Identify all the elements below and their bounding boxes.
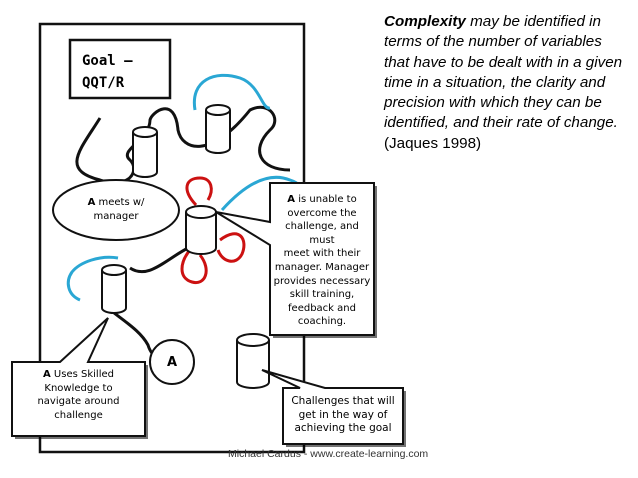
skilled-line-1: Knowledge to xyxy=(44,382,113,394)
path-red-bottom-right xyxy=(216,232,246,263)
manager-ellipse-label: A meets w/ manager xyxy=(66,196,166,223)
skilled-actor: A xyxy=(43,369,51,380)
complexity-quote: Complexity may be identified in terms of… xyxy=(384,12,630,154)
quote-citation: (Jaques 1998) xyxy=(384,134,482,152)
quote-bold-term: Complexity xyxy=(384,13,466,30)
callout-unable-shape xyxy=(215,182,377,338)
manager-text-2: manager xyxy=(93,210,139,222)
unable-actor: A xyxy=(287,194,296,205)
quote-italic-text: may be identified in terms of the number… xyxy=(384,13,623,132)
skilled-line-3: challenge xyxy=(54,409,103,421)
callout-unable-label: A is unable to overcome the challenge, a… xyxy=(272,193,372,329)
unable-line-1: overcome the xyxy=(287,207,357,219)
unable-line-4: manager. Manager xyxy=(274,261,370,273)
unable-line-5: provides necessary xyxy=(273,275,371,287)
skilled-line-2: navigate around xyxy=(37,396,120,408)
unable-line-0: is unable to xyxy=(295,194,357,205)
goal-line-1: Goal – xyxy=(82,53,133,69)
manager-ellipse xyxy=(52,179,180,241)
challenges-line-1: get in the way of xyxy=(298,408,388,421)
unable-line-7: feedback and xyxy=(288,302,356,314)
path-blue-left xyxy=(66,255,119,302)
manager-actor: A xyxy=(87,197,96,208)
path-red-bottom-left xyxy=(180,249,208,285)
goal-line-2: QQT/R xyxy=(82,75,125,91)
path-black-mid xyxy=(129,246,189,274)
cylinder-top-right xyxy=(205,104,231,154)
cylinder-lower-right xyxy=(236,333,270,389)
unable-line-3: meet with their xyxy=(283,248,361,260)
actor-circle xyxy=(149,339,195,385)
callout-skilled-shape xyxy=(11,317,148,439)
cylinder-left xyxy=(101,264,127,314)
path-blue-upper xyxy=(192,73,271,111)
callout-skilled-label: A Uses Skilled Knowledge to navigate aro… xyxy=(14,368,143,422)
challenges-line-2: achieving the goal xyxy=(294,422,392,435)
unable-line-6: skill training, xyxy=(289,289,355,301)
callout-challenges-shape xyxy=(261,369,406,447)
manager-text-1: meets w/ xyxy=(95,197,145,208)
challenges-line-0: Challenges that will xyxy=(291,395,395,407)
cylinder-top-left xyxy=(132,126,158,178)
callout-challenges-label: Challenges that will get in the way of a… xyxy=(285,395,401,436)
cylinder-middle xyxy=(185,205,217,255)
path-red-top xyxy=(185,176,213,207)
skilled-line-0: Uses Skilled xyxy=(50,369,114,380)
credit-footer: Michael Cardus - www.create-learning.com xyxy=(228,448,429,460)
actor-circle-label: A xyxy=(166,355,178,370)
goal-label: Goal – QQT/R xyxy=(82,50,133,94)
unable-line-2: challenge, and must xyxy=(285,221,359,246)
goal-box xyxy=(68,38,172,100)
unable-line-8: coaching. xyxy=(297,316,347,328)
